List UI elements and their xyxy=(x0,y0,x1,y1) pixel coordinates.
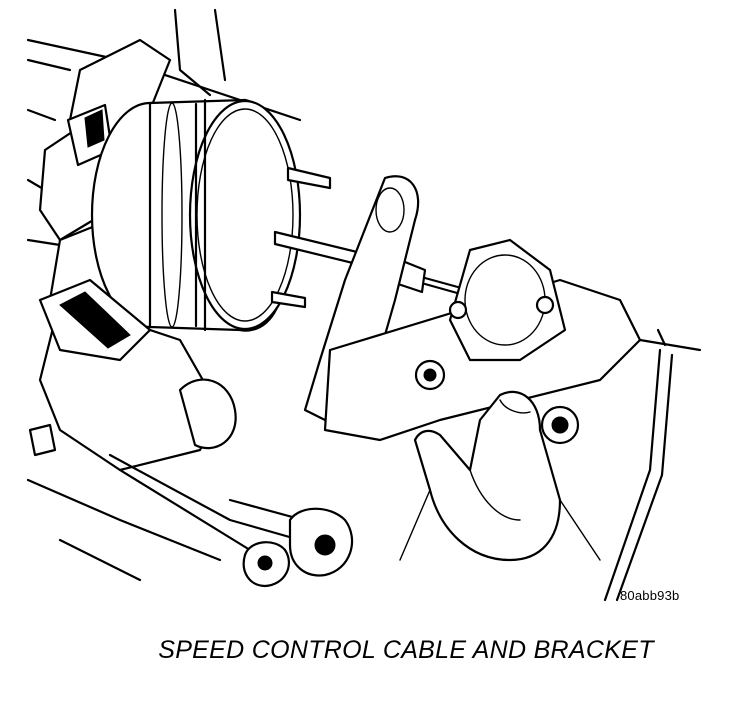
speed-control-illustration xyxy=(26,8,702,602)
speed-control-servo xyxy=(90,98,400,332)
technician-hand xyxy=(399,390,601,562)
cable-bracket xyxy=(323,238,702,602)
throttle-linkage xyxy=(26,278,354,588)
figure-caption: SPEED CONTROL CABLE AND BRACKET xyxy=(158,636,654,664)
figure-reference-code: 80abb93b xyxy=(620,588,680,603)
